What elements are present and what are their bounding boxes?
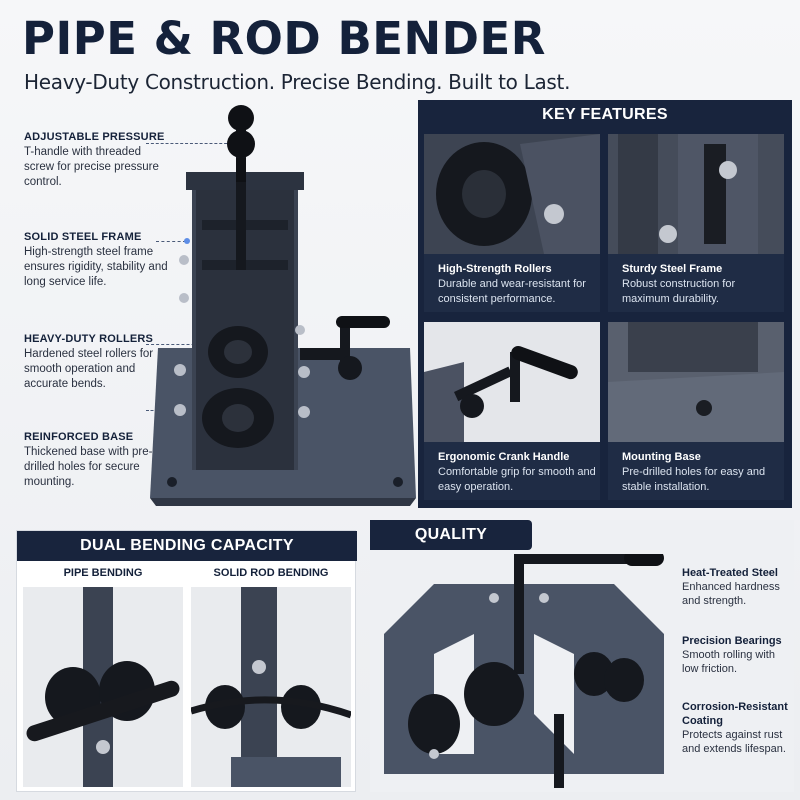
page-subtitle: Heavy-Duty Construction. Precise Bending… [24, 70, 571, 94]
key-features-heading: KEY FEATURES [418, 100, 792, 130]
callout-title: REINFORCED BASE [24, 431, 134, 443]
rollers-closeup-image [424, 134, 600, 254]
rod-bending-label: SOLID ROD BENDING [213, 567, 329, 579]
quality-text: Enhanced hardness and strength. [682, 581, 780, 607]
feature-title: Sturdy Steel Frame [622, 263, 723, 275]
feature-tile-rollers: High-Strength Rollers Durable and wear-r… [424, 134, 600, 312]
feature-text: Pre-drilled holes for easy and stable in… [622, 466, 766, 493]
leader-line [146, 344, 230, 345]
quality-title: Precision Bearings [682, 635, 782, 647]
callout-text: High-strength steel frame ensures rigidi… [24, 246, 168, 288]
quality-materials-panel: QUALITY MATERIALS Heat-Treated Steel Enh… [370, 520, 794, 792]
pipe-bending-label: PIPE BENDING [63, 567, 143, 579]
quality-materials-heading: QUALITY MATERIALS [370, 520, 532, 573]
callout-text: Hardened steel rollers for smooth operat… [24, 348, 154, 390]
feature-text: Robust construction for maximum durabili… [622, 278, 736, 305]
feature-tile-crank: Ergonomic Crank Handle Comfortable grip … [424, 322, 600, 500]
steel-frame-closeup-image [608, 134, 784, 254]
leader-line [146, 143, 232, 144]
feature-title: Mounting Base [622, 451, 701, 463]
quality-title: Heat-Treated Steel [682, 567, 778, 579]
bender-frame-image [374, 554, 674, 788]
quality-title: Corrosion-Resistant Coating [682, 701, 788, 727]
bender-machine-image [150, 105, 416, 506]
quality-item-heat-treated: Heat-Treated Steel Enhanced hardness and… [682, 566, 792, 608]
callout-reinforced-base: REINFORCED BASE Thickened base with pre-… [24, 430, 174, 490]
rod-bending-image [191, 587, 351, 787]
callout-title: HEAVY-DUTY ROLLERS [24, 333, 154, 345]
feature-tile-base: Mounting Base Pre-drilled holes for easy… [608, 322, 784, 500]
callout-title: SOLID STEEL FRAME [24, 231, 142, 243]
feature-tile-frame: Sturdy Steel Frame Robust construction f… [608, 134, 784, 312]
callout-heavy-duty-rollers: HEAVY-DUTY ROLLERS Hardened steel roller… [24, 332, 174, 392]
feature-text: Durable and wear-resistant for consisten… [438, 278, 586, 305]
page-title: PIPE & ROD BENDER [22, 12, 546, 65]
callout-adjustable-pressure: ADJUSTABLE PRESSURE T-handle with thread… [24, 130, 174, 190]
feature-title: Ergonomic Crank Handle [438, 451, 570, 463]
quality-text: Protects against rust and extends lifesp… [682, 729, 786, 755]
dual-bending-panel: DUAL BENDING CAPACITY PIPE BENDING SOLID… [16, 530, 357, 792]
leader-line [156, 241, 186, 242]
callout-text: Thickened base with pre-drilled holes fo… [24, 446, 153, 488]
leader-dot [184, 238, 190, 244]
key-features-panel: KEY FEATURES High-Strength Rollers Durab… [418, 100, 792, 508]
quality-item-coating: Corrosion-Resistant Coating Protects aga… [682, 700, 792, 756]
crank-handle-closeup-image [424, 322, 600, 442]
dual-bending-heading: DUAL BENDING CAPACITY [17, 531, 357, 561]
pipe-bending-image [23, 587, 183, 787]
feature-title: High-Strength Rollers [438, 263, 552, 275]
callout-solid-steel-frame: SOLID STEEL FRAME High-strength steel fr… [24, 230, 174, 290]
quality-item-bearings: Precision Bearings Smooth rolling with l… [682, 634, 792, 676]
mounting-base-closeup-image [608, 322, 784, 442]
leader-line [146, 410, 158, 411]
quality-text: Smooth rolling with low friction. [682, 649, 775, 675]
callout-title: ADJUSTABLE PRESSURE [24, 131, 165, 143]
feature-text: Comfortable grip for smooth and easy ope… [438, 466, 596, 493]
callout-text: T-handle with threaded screw for precise… [24, 146, 159, 188]
